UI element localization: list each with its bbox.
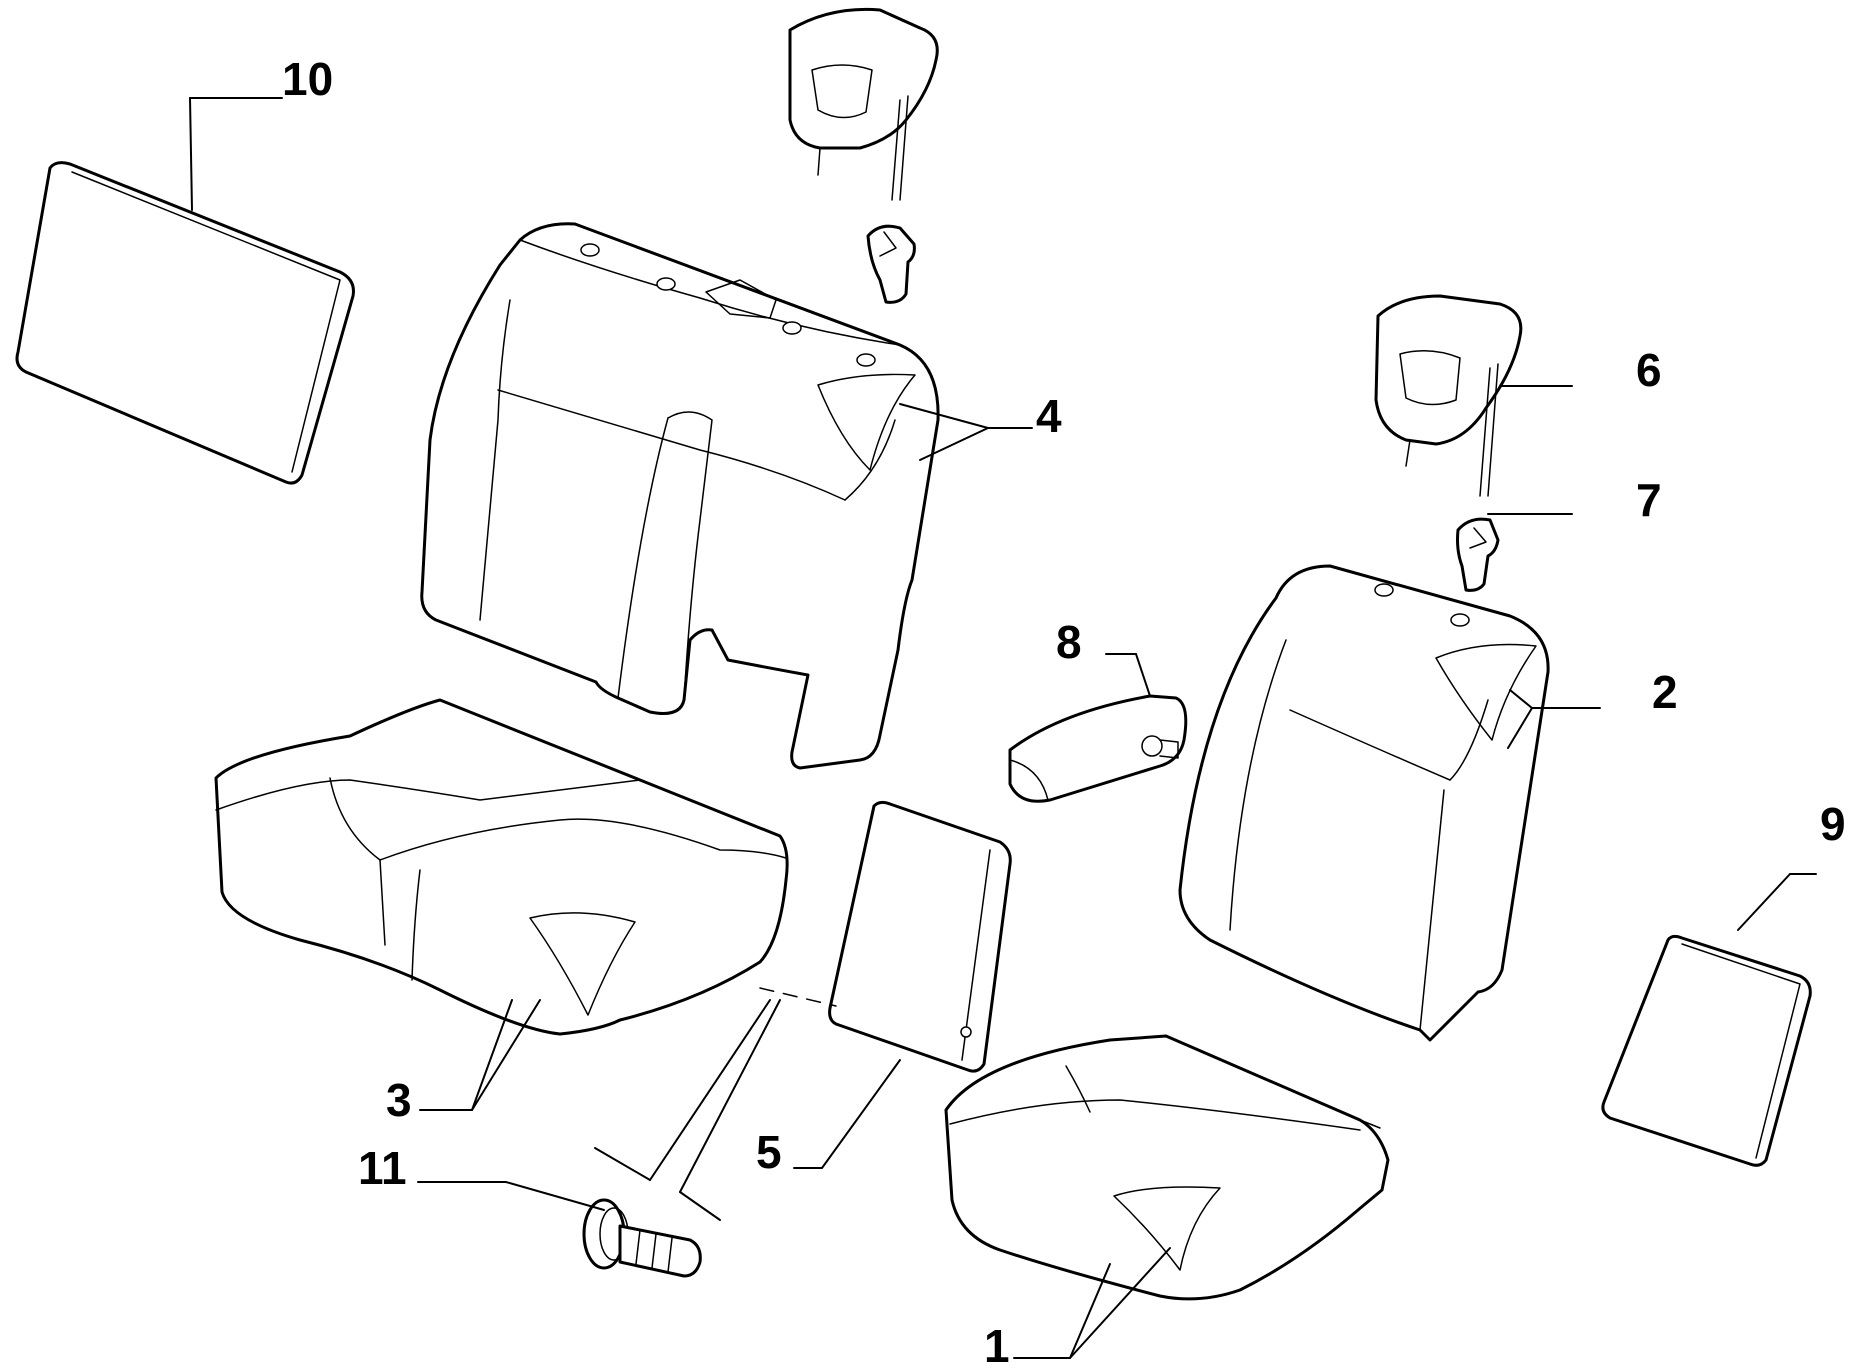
part-6-headrest <box>1374 294 1523 497</box>
part-3-rear-cushion <box>214 698 789 1036</box>
callout-1: 1 <box>984 1320 1010 1371</box>
part-7-headrest-guide <box>1456 517 1500 592</box>
callout-3: 3 <box>386 1074 412 1126</box>
part-1-front-cushion <box>944 1034 1390 1301</box>
part-9-side-trim-panel <box>1601 934 1812 1167</box>
leader-lines <box>189 97 1817 1359</box>
callout-5: 5 <box>756 1126 782 1178</box>
part-2-front-backrest-cover <box>1178 564 1550 1042</box>
part-4-rear-backrest-cover <box>420 222 940 770</box>
part-5-side-panel <box>828 800 1012 1073</box>
headrest-center <box>788 7 939 201</box>
callout-10: 10 <box>282 53 333 105</box>
callout-8: 8 <box>1056 616 1082 668</box>
callout-9: 9 <box>1820 798 1846 850</box>
part-11-bolt <box>582 1198 702 1278</box>
headrest-guide-center <box>866 224 916 304</box>
part-8-armrest <box>1008 694 1188 803</box>
callout-11: 11 <box>358 1142 407 1194</box>
callout-2: 2 <box>1652 666 1678 718</box>
assembly-dash-line <box>759 987 837 1007</box>
callout-4: 4 <box>1036 390 1062 442</box>
callout-7: 7 <box>1636 474 1662 526</box>
callout-6: 6 <box>1636 344 1662 396</box>
part-10-rear-backrest-panel <box>15 161 355 485</box>
